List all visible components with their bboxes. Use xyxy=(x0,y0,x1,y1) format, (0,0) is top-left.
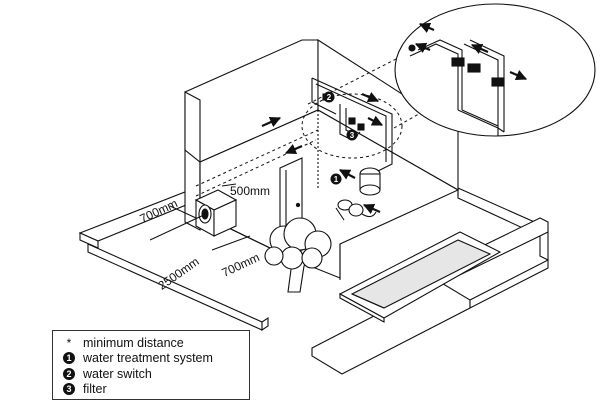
swimming-pool xyxy=(338,231,502,323)
asterisk-icon: * xyxy=(66,335,72,350)
legend-item-minimum-distance: * minimum distance xyxy=(63,335,243,351)
legend-label: water treatment system xyxy=(83,351,213,366)
house xyxy=(184,38,460,280)
legend-label: minimum distance xyxy=(83,335,184,350)
marker-1: 1 xyxy=(334,175,339,184)
flow-arrows xyxy=(261,91,383,215)
detail-callout xyxy=(394,3,596,137)
tree xyxy=(264,217,332,293)
number-3-icon: 3 xyxy=(63,383,75,396)
dimension-lines xyxy=(149,183,251,251)
legend-item-water-treatment: 1 water treatment system xyxy=(63,351,243,367)
legend-label: filter xyxy=(83,382,107,397)
marker-3: 3 xyxy=(350,131,355,140)
legend-item-water-switch: 2 water switch xyxy=(63,366,243,382)
number-2-icon: 2 xyxy=(63,367,75,380)
callout-markers: 1 2 3 xyxy=(323,91,358,185)
equipment-units xyxy=(322,93,381,218)
legend-label: water switch xyxy=(83,366,152,381)
marker-2: 2 xyxy=(327,93,332,102)
heat-pump-unit xyxy=(194,189,238,237)
top-gap-label: 500mm xyxy=(230,184,271,198)
legend: * minimum distance 1 water treatment sys… xyxy=(52,330,250,400)
number-1-icon: 1 xyxy=(63,352,75,365)
legend-item-filter: 3 filter xyxy=(63,382,243,398)
